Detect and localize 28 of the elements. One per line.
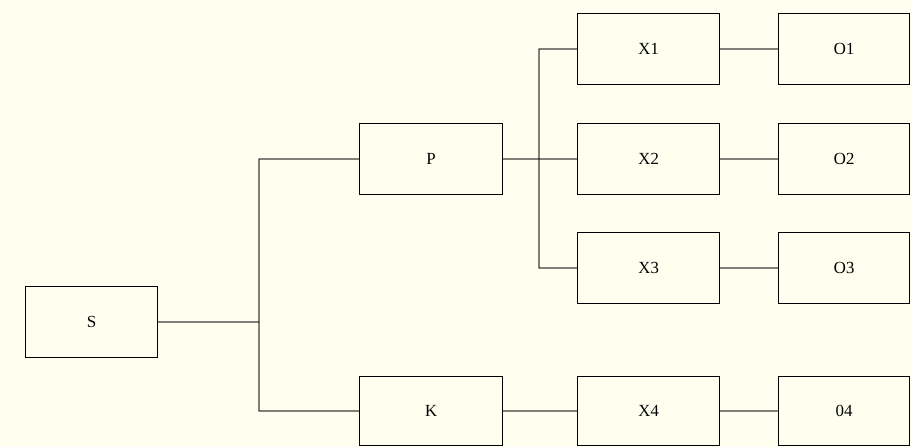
connector-line (502, 158, 578, 268)
process-box (25, 286, 158, 358)
connector-line (158, 322, 360, 412)
box-label: O1 (834, 39, 854, 59)
process-box (577, 232, 720, 304)
process-box (577, 376, 720, 446)
process-box (778, 232, 910, 304)
box-label: X2 (638, 149, 659, 169)
box-label: O3 (834, 258, 854, 278)
connector-line (502, 410, 578, 412)
box-label: K (424, 401, 438, 421)
process-box (359, 376, 503, 446)
box-label: X4 (638, 401, 659, 421)
box-label: O2 (834, 149, 854, 169)
process-box (577, 123, 720, 195)
process-box (577, 13, 720, 85)
box-label: P (426, 149, 436, 169)
connector-line (720, 48, 778, 50)
box-label: X3 (638, 258, 659, 278)
process-box (778, 376, 910, 446)
connector-line (720, 158, 778, 160)
process-box (778, 13, 910, 85)
box-label: X1 (638, 39, 659, 59)
process-box (778, 123, 910, 195)
box-label: S (86, 312, 96, 332)
connector-line (720, 410, 778, 412)
process-box (359, 123, 503, 195)
box-label: 04 (836, 401, 852, 421)
